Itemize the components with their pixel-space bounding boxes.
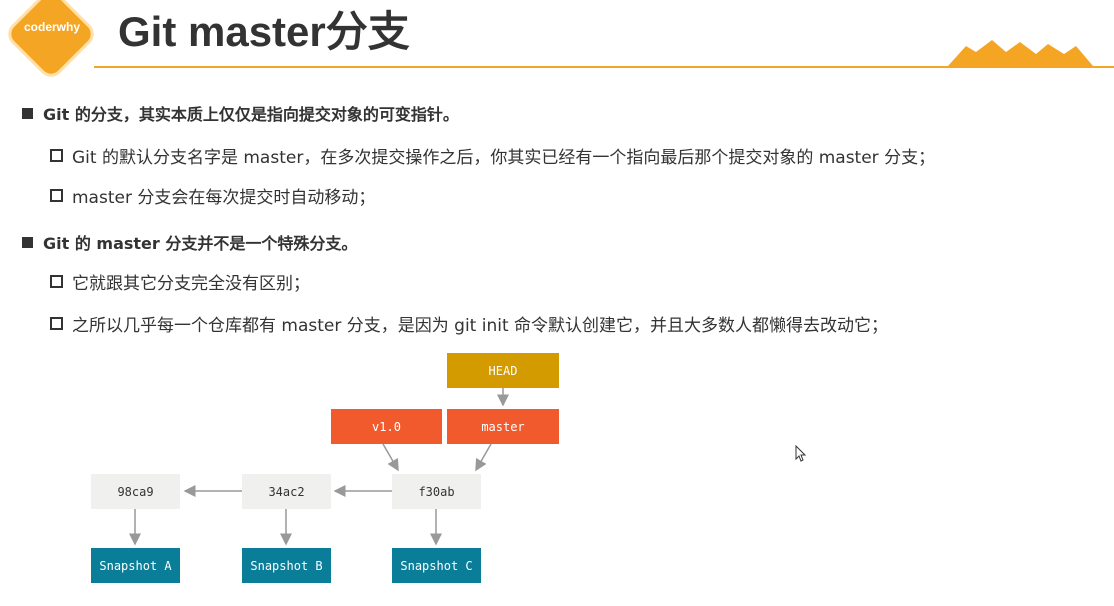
- title-underline: [94, 66, 1114, 68]
- snapshot-node: Snapshot A: [91, 548, 180, 583]
- snapshot-node: Snapshot C: [392, 548, 481, 583]
- mountain-decoration: [948, 40, 1093, 66]
- head-pointer: HEAD: [447, 353, 559, 388]
- commit-node: 34ac2: [242, 474, 331, 509]
- bullet-text: 它就跟其它分支完全没有区别；: [72, 274, 310, 294]
- mouse-cursor-icon: [795, 445, 807, 462]
- hollow-square-icon: [50, 149, 63, 162]
- commit-node: f30ab: [392, 474, 481, 509]
- bullet-text: master 分支会在每次提交时自动移动；: [72, 188, 376, 208]
- bullet-text: Git 的 master 分支并不是一个特殊分支。: [43, 234, 358, 253]
- logo-text: coderwhy: [23, 20, 80, 34]
- bullet-level1: Git 的分支，其实本质上仅仅是指向提交对象的可变指针。: [22, 101, 459, 125]
- snapshot-node: Snapshot B: [242, 548, 331, 583]
- branch-master: master: [447, 409, 559, 444]
- filled-square-icon: [22, 236, 33, 248]
- bullet-level2: master 分支会在每次提交时自动移动；: [50, 183, 375, 208]
- bullet-text: Git 的默认分支名字是 master，在多次提交操作之后，你其实已经有一个指向…: [72, 148, 936, 168]
- bullet-level2: 它就跟其它分支完全没有区别；: [50, 269, 310, 294]
- bullet-level2: 之所以几乎每一个仓库都有 master 分支，是因为 git init 命令默认…: [50, 311, 888, 336]
- bullet-level2: Git 的默认分支名字是 master，在多次提交操作之后，你其实已经有一个指向…: [50, 143, 935, 168]
- hollow-square-icon: [50, 275, 63, 288]
- page-title: Git master分支: [118, 8, 410, 55]
- bullet-level1: Git 的 master 分支并不是一个特殊分支。: [22, 230, 357, 254]
- commit-node: 98ca9: [91, 474, 180, 509]
- tag-v1-0: v1.0: [331, 409, 442, 444]
- hollow-square-icon: [50, 189, 63, 202]
- hollow-square-icon: [50, 317, 63, 330]
- bullet-text: 之所以几乎每一个仓库都有 master 分支，是因为 git init 命令默认…: [72, 316, 889, 336]
- bullet-text: Git 的分支，其实本质上仅仅是指向提交对象的可变指针。: [43, 105, 459, 124]
- filled-square-icon: [22, 107, 33, 119]
